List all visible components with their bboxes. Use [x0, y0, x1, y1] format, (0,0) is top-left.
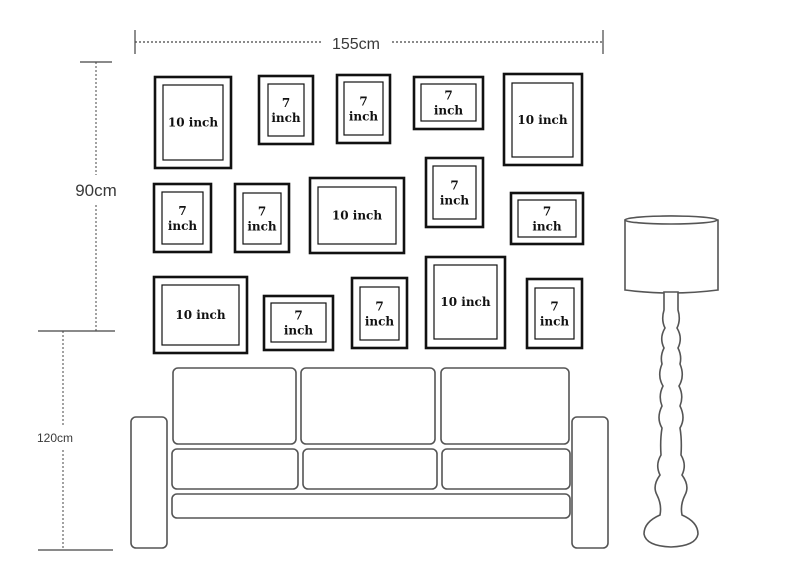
sofa-seat-cushion-middle — [302, 448, 438, 490]
frame-mat — [517, 199, 577, 238]
sofa — [130, 367, 609, 549]
frame-mat — [511, 82, 574, 158]
sofa-seat-cushion-left — [171, 448, 299, 490]
lamp-shade-top — [624, 215, 718, 225]
photo-frame-10in: 10 inch — [152, 275, 249, 355]
frame-mat — [242, 192, 282, 245]
sofa-back-cushion-left — [172, 367, 297, 445]
frame-mat — [270, 302, 327, 343]
lower-height-dimension: 120cm — [37, 331, 113, 551]
frame-mat — [161, 191, 204, 245]
upper-height-dimension: 90cm — [38, 61, 117, 332]
frame-mat — [343, 81, 384, 136]
frame-mat — [433, 264, 498, 340]
width-dimension: 155cm — [134, 30, 604, 54]
frame-mat — [359, 286, 400, 341]
frame-mat — [161, 284, 240, 346]
frame-mat — [432, 165, 477, 220]
lamp-shade — [624, 215, 719, 294]
sofa-armrest-right — [571, 416, 609, 549]
frame-mat — [317, 186, 397, 245]
sofa-armrest-left — [130, 416, 168, 549]
frame-mat — [420, 83, 477, 122]
frame-label: 10 inch — [168, 116, 218, 130]
photo-frame-10in: 10 inch — [308, 176, 406, 255]
sofa-back-cushion-middle — [300, 367, 436, 445]
frame-mat — [534, 287, 575, 340]
upper-height-label: 90cm — [75, 181, 117, 200]
frame-mat — [267, 83, 305, 137]
sofa-seat-cushion-right — [441, 448, 571, 490]
floor-lamp — [624, 215, 719, 548]
lamp-stand — [643, 291, 699, 548]
sofa-base — [171, 493, 571, 519]
photo-frame-10in: 10 inch — [502, 72, 584, 167]
lower-height-label: 120cm — [37, 431, 73, 445]
width-dimension-label: 155cm — [332, 36, 380, 53]
frame-mat — [162, 84, 224, 161]
frame-label: 10 inch — [175, 308, 225, 322]
frame-label: 10 inch — [440, 295, 490, 309]
frame-label: 10 inch — [332, 209, 382, 223]
frame-label: 10 inch — [517, 113, 567, 127]
photo-frame-10in: 10 inch — [153, 75, 233, 170]
photo-frame-10in: 10 inch — [424, 255, 507, 350]
sofa-back-cushion-right — [440, 367, 570, 445]
